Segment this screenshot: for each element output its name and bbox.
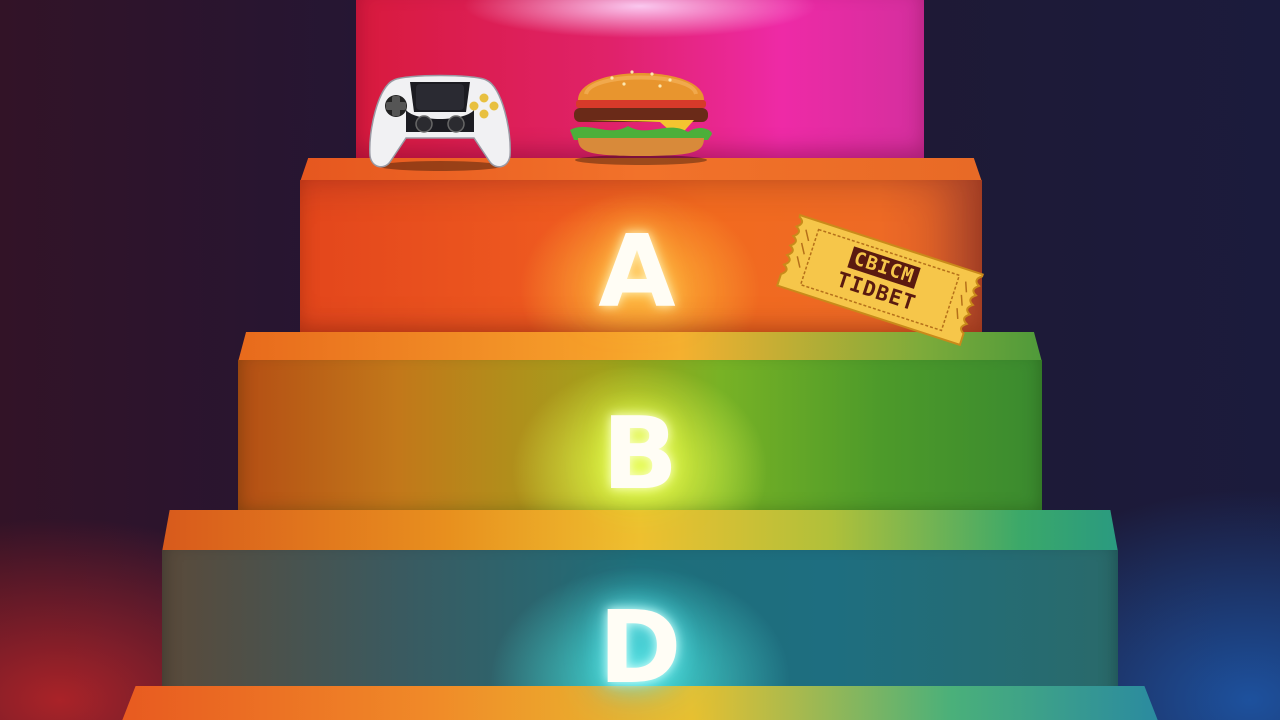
tier-step-b-surface [238, 332, 1042, 362]
tier-step-b-front [238, 360, 1042, 522]
tier-step-d-surface [162, 510, 1118, 552]
tier-letter-b: B [601, 395, 679, 512]
tier-letter-a: A [598, 213, 676, 330]
burger-icon [570, 70, 712, 165]
tier-letter-d: D [598, 589, 682, 706]
tier-step-bottom-surface [120, 686, 1160, 720]
tier-step-b [238, 332, 1042, 522]
ticket-shape [776, 213, 984, 347]
tier-step-bottom [120, 686, 1160, 720]
tier-step-a-surface [300, 158, 982, 182]
ticket-icon: CBICM TIDBET [770, 205, 990, 355]
game-controller-icon [369, 74, 511, 171]
